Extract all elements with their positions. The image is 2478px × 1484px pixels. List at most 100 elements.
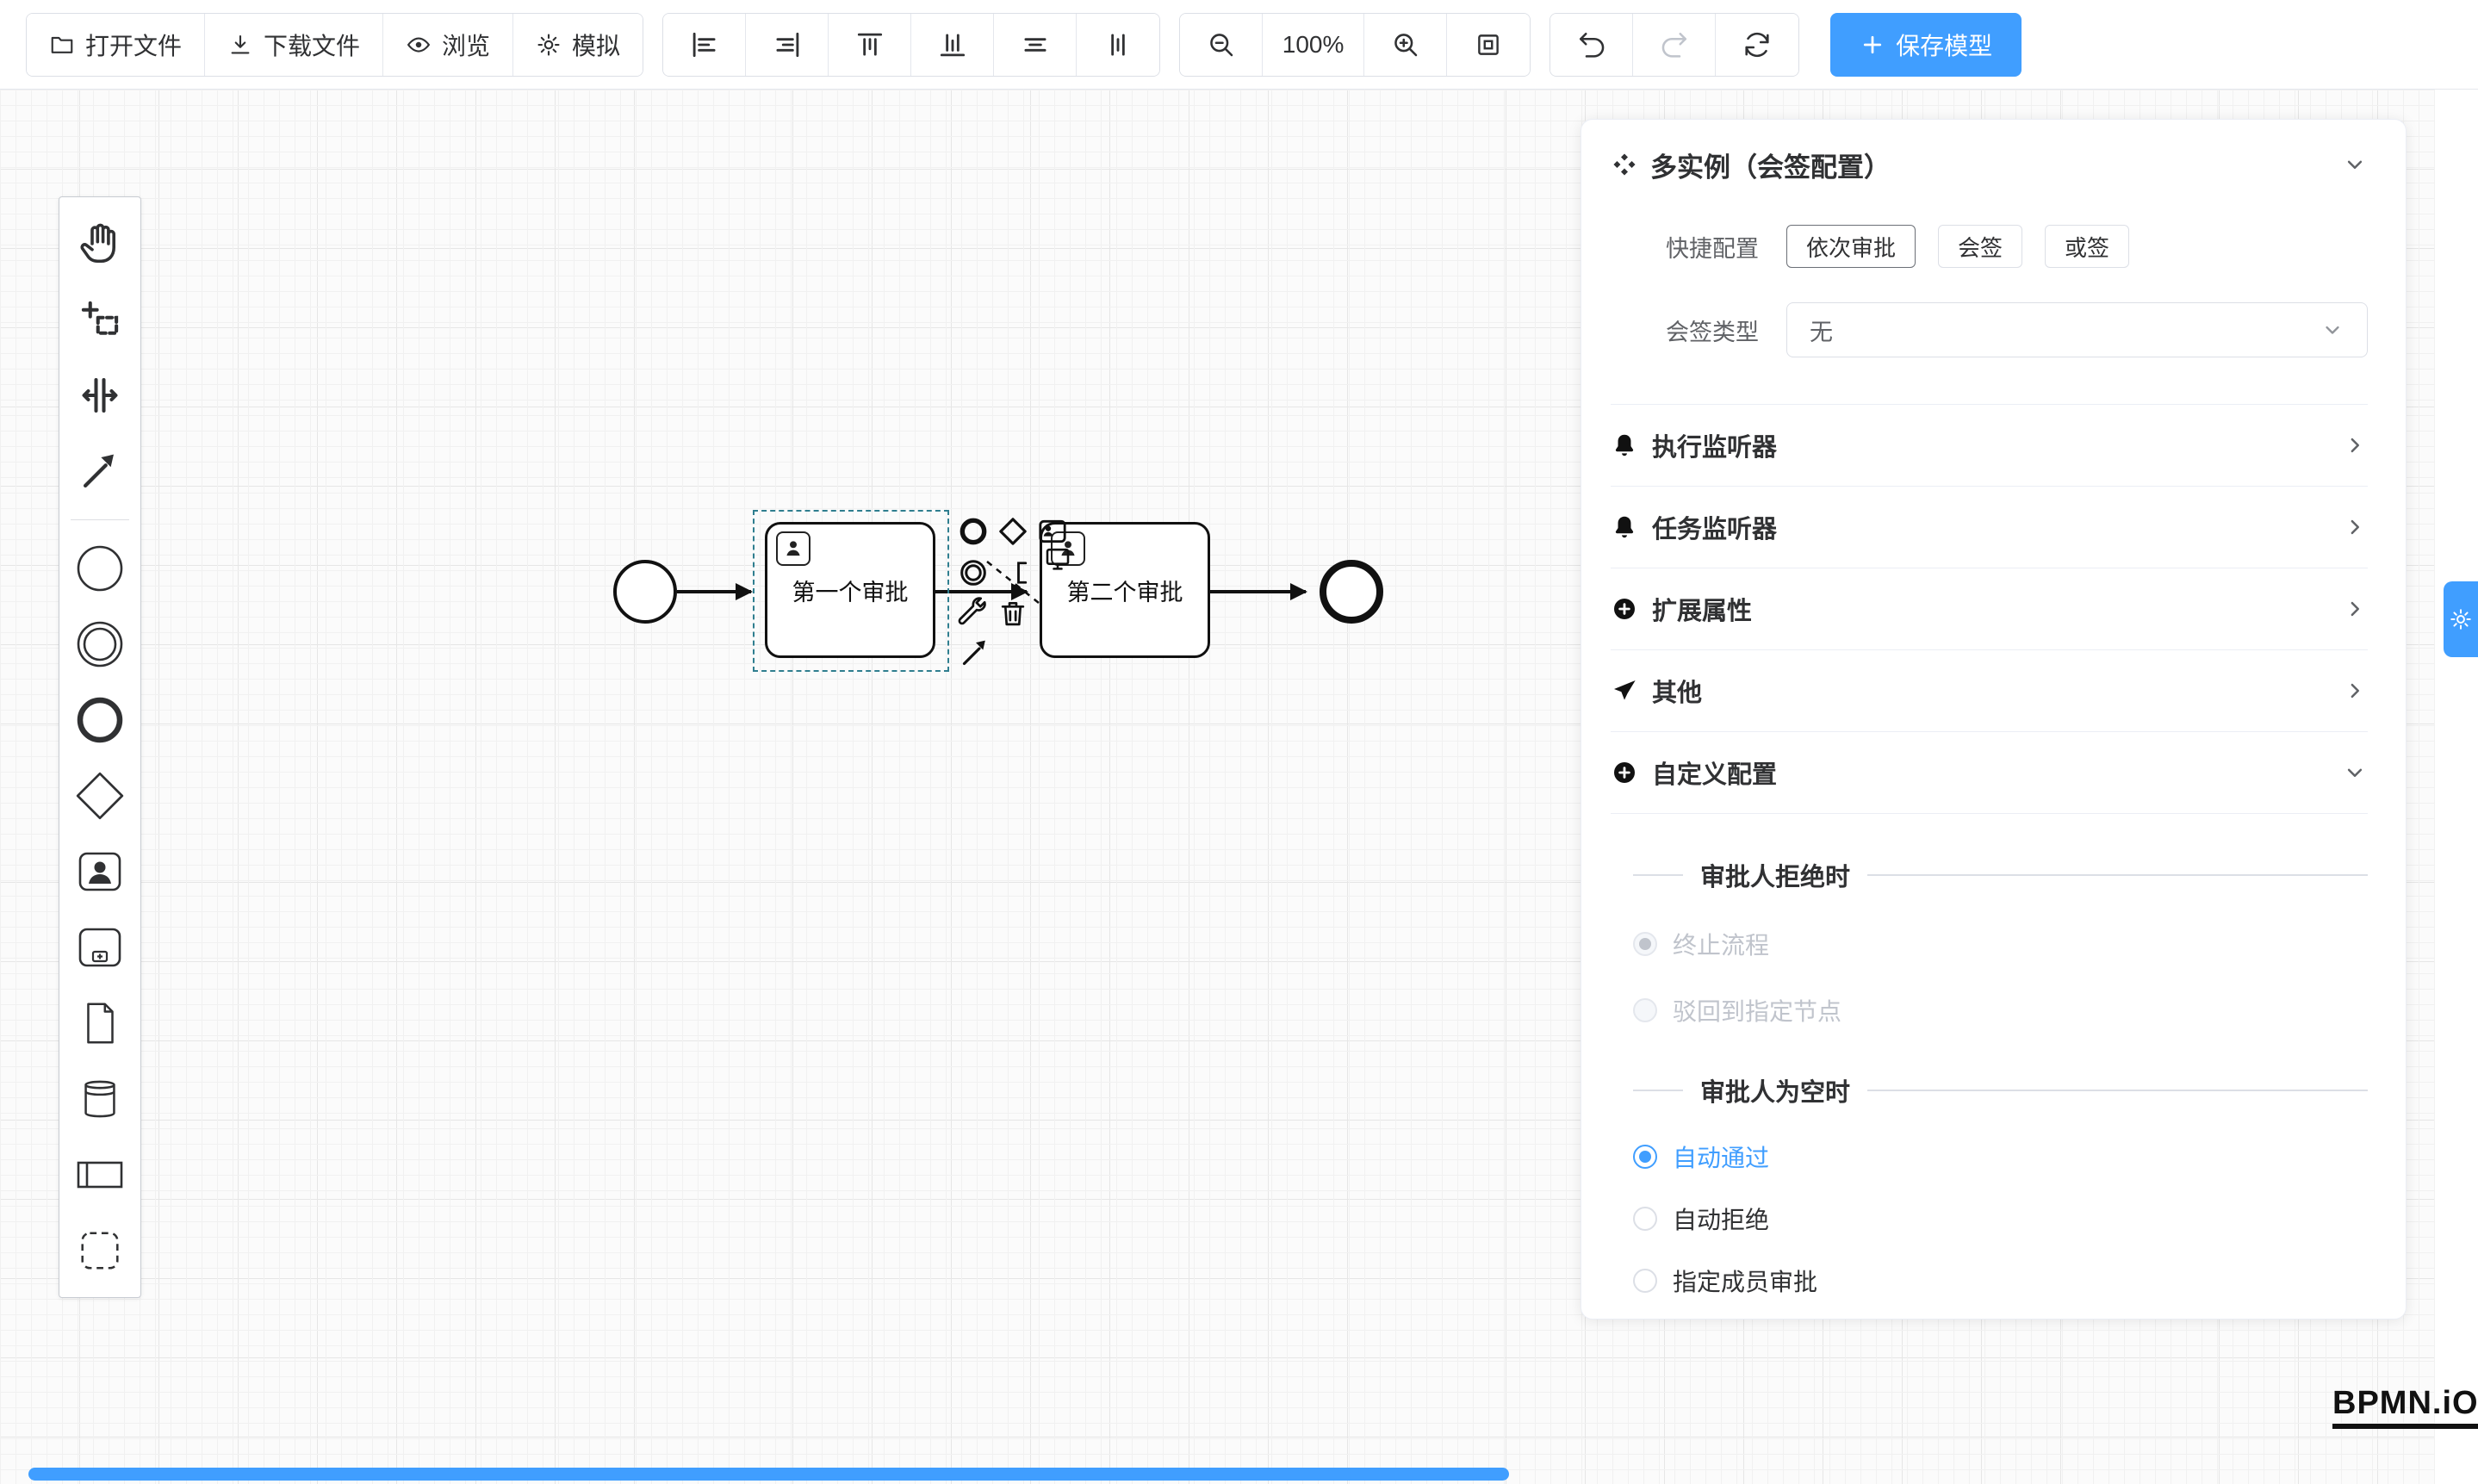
align-left-icon xyxy=(688,28,721,61)
align-center-horizontal-button[interactable] xyxy=(994,13,1078,76)
zoom-out-button[interactable] xyxy=(1180,13,1264,76)
database-icon xyxy=(84,1080,115,1118)
create-gateway[interactable] xyxy=(66,758,134,834)
append-text-annotation-button[interactable] xyxy=(1002,555,1038,591)
radio-auto-pass[interactable]: 自动通过 xyxy=(1633,1126,2368,1188)
space-tool[interactable] xyxy=(66,357,134,433)
history-group xyxy=(1550,12,1800,77)
delete-element-button[interactable] xyxy=(995,596,1031,632)
folder-icon xyxy=(49,32,75,58)
start-event[interactable] xyxy=(613,560,677,624)
download-file-button[interactable]: 下载文件 xyxy=(205,13,384,76)
palette-separator xyxy=(71,519,129,520)
multi-instance-icon xyxy=(1611,151,1638,178)
zoom-level: 100% xyxy=(1263,13,1365,76)
create-end-event[interactable] xyxy=(66,682,134,758)
redo-button[interactable] xyxy=(1633,13,1717,76)
create-intermediate-event[interactable] xyxy=(66,606,134,682)
create-document[interactable] xyxy=(66,985,134,1061)
row-other[interactable]: 其他 xyxy=(1611,649,2368,731)
horizontal-scrollbar[interactable] xyxy=(28,1468,1509,1481)
global-connect-tool[interactable] xyxy=(66,433,134,509)
row-task-listener[interactable]: 任务监听器 xyxy=(1611,486,2368,568)
zoom-in-button[interactable] xyxy=(1364,13,1448,76)
connect-tool-button[interactable] xyxy=(957,635,993,671)
quick-config-label: 快捷配置 xyxy=(1666,235,1759,262)
connect-arrow-icon xyxy=(77,448,123,494)
chevron-down-icon[interactable] xyxy=(2342,152,2368,177)
chevron-down-icon xyxy=(2342,760,2368,785)
panel-header[interactable]: 多实例（会签配置） xyxy=(1611,120,2368,209)
quick-option-sequential[interactable]: 依次审批 xyxy=(1786,225,1916,268)
radio-auto-reject[interactable]: 自动拒绝 xyxy=(1633,1188,2368,1250)
plus-circle-icon xyxy=(1611,595,1638,623)
zoom-fit-button[interactable] xyxy=(1447,13,1531,76)
align-center-horizontal-icon xyxy=(1019,28,1052,61)
quick-option-orsign[interactable]: 或签 xyxy=(2045,225,2130,268)
reject-section-title: 审批人拒绝时 xyxy=(1633,857,2368,893)
row-label: 自定义配置 xyxy=(1652,761,1778,789)
align-right-icon xyxy=(771,28,804,61)
simulate-button[interactable]: 模拟 xyxy=(513,13,643,76)
end-event-icon xyxy=(957,515,990,548)
align-right-button[interactable] xyxy=(746,13,829,76)
preview-label: 浏览 xyxy=(442,32,491,59)
radio-button[interactable] xyxy=(1633,1269,1657,1293)
section-title-text: 审批人为空时 xyxy=(1700,1079,1851,1107)
row-execution-listener[interactable]: 执行监听器 xyxy=(1611,404,2368,486)
align-center-vertical-icon xyxy=(1102,28,1134,61)
append-end-event-button[interactable] xyxy=(955,513,991,550)
divider xyxy=(1633,874,1683,876)
preview-button[interactable]: 浏览 xyxy=(383,13,514,76)
connect-arrow-icon xyxy=(958,636,992,670)
radio-button[interactable] xyxy=(1633,1145,1657,1169)
align-top-button[interactable] xyxy=(829,13,912,76)
quick-option-countersign[interactable]: 会签 xyxy=(1938,225,2023,268)
task-second-approval[interactable]: 第二个审批 xyxy=(1040,522,1210,658)
change-element-type-button[interactable] xyxy=(953,594,989,630)
create-group[interactable] xyxy=(66,1213,134,1288)
trash-icon xyxy=(997,598,1029,630)
align-bottom-button[interactable] xyxy=(911,13,995,76)
append-call-activity-button[interactable] xyxy=(1040,541,1076,577)
undo-button[interactable] xyxy=(1550,13,1634,76)
right-scrollbar-track xyxy=(2435,90,2478,1484)
person-icon xyxy=(781,537,805,561)
properties-panel: 多实例（会签配置） 快捷配置 依次审批 会签 或签 会签类型 无 执行监听器 xyxy=(1581,119,2407,1319)
row-custom-config[interactable]: 自定义配置 xyxy=(1611,731,2368,813)
radio-assign-member[interactable]: 指定成员审批 xyxy=(1633,1250,2368,1312)
lasso-tool[interactable] xyxy=(66,282,134,357)
settings-drawer-toggle[interactable] xyxy=(2444,581,2478,657)
zoom-in-icon xyxy=(1390,29,1421,60)
radio-button[interactable] xyxy=(1633,1207,1657,1231)
create-user-task[interactable] xyxy=(66,834,134,910)
sign-type-select[interactable]: 无 xyxy=(1786,302,2368,357)
sequence-flows xyxy=(677,561,1307,604)
quick-config-row: 快捷配置 依次审批 会签 或签 xyxy=(1611,225,2368,268)
reset-button[interactable] xyxy=(1716,13,1799,76)
bpmn-io-watermark[interactable]: BPMN.iO xyxy=(2332,1385,2478,1429)
create-data-store[interactable] xyxy=(66,1061,134,1137)
end-event-icon xyxy=(77,697,123,743)
end-event[interactable] xyxy=(1320,560,1383,624)
row-label: 扩展属性 xyxy=(1652,598,1753,625)
align-center-vertical-button[interactable] xyxy=(1077,13,1160,76)
create-start-event[interactable] xyxy=(66,531,134,606)
radio-label: 自动拒绝 xyxy=(1673,1207,1770,1233)
custom-config-section: 审批人拒绝时 终止流程 驳回到指定节点 审批人为空时 自动通过 xyxy=(1611,857,2368,1312)
align-bottom-icon xyxy=(936,28,969,61)
hand-icon xyxy=(77,220,123,267)
row-extended-properties[interactable]: 扩展属性 xyxy=(1611,568,2368,649)
align-left-button[interactable] xyxy=(663,13,747,76)
hand-tool[interactable] xyxy=(66,206,134,282)
open-file-button[interactable]: 打开文件 xyxy=(27,13,206,76)
append-intermediate-event-button[interactable] xyxy=(955,555,991,591)
task-first-approval[interactable]: 第一个审批 xyxy=(765,522,935,658)
append-gateway-button[interactable] xyxy=(995,513,1031,550)
wrench-icon xyxy=(954,596,987,629)
create-subprocess[interactable] xyxy=(66,910,134,985)
task-label: 第一个审批 xyxy=(792,579,909,605)
save-model-button[interactable]: 保存模型 xyxy=(1830,12,2022,77)
create-pool[interactable] xyxy=(66,1137,134,1213)
